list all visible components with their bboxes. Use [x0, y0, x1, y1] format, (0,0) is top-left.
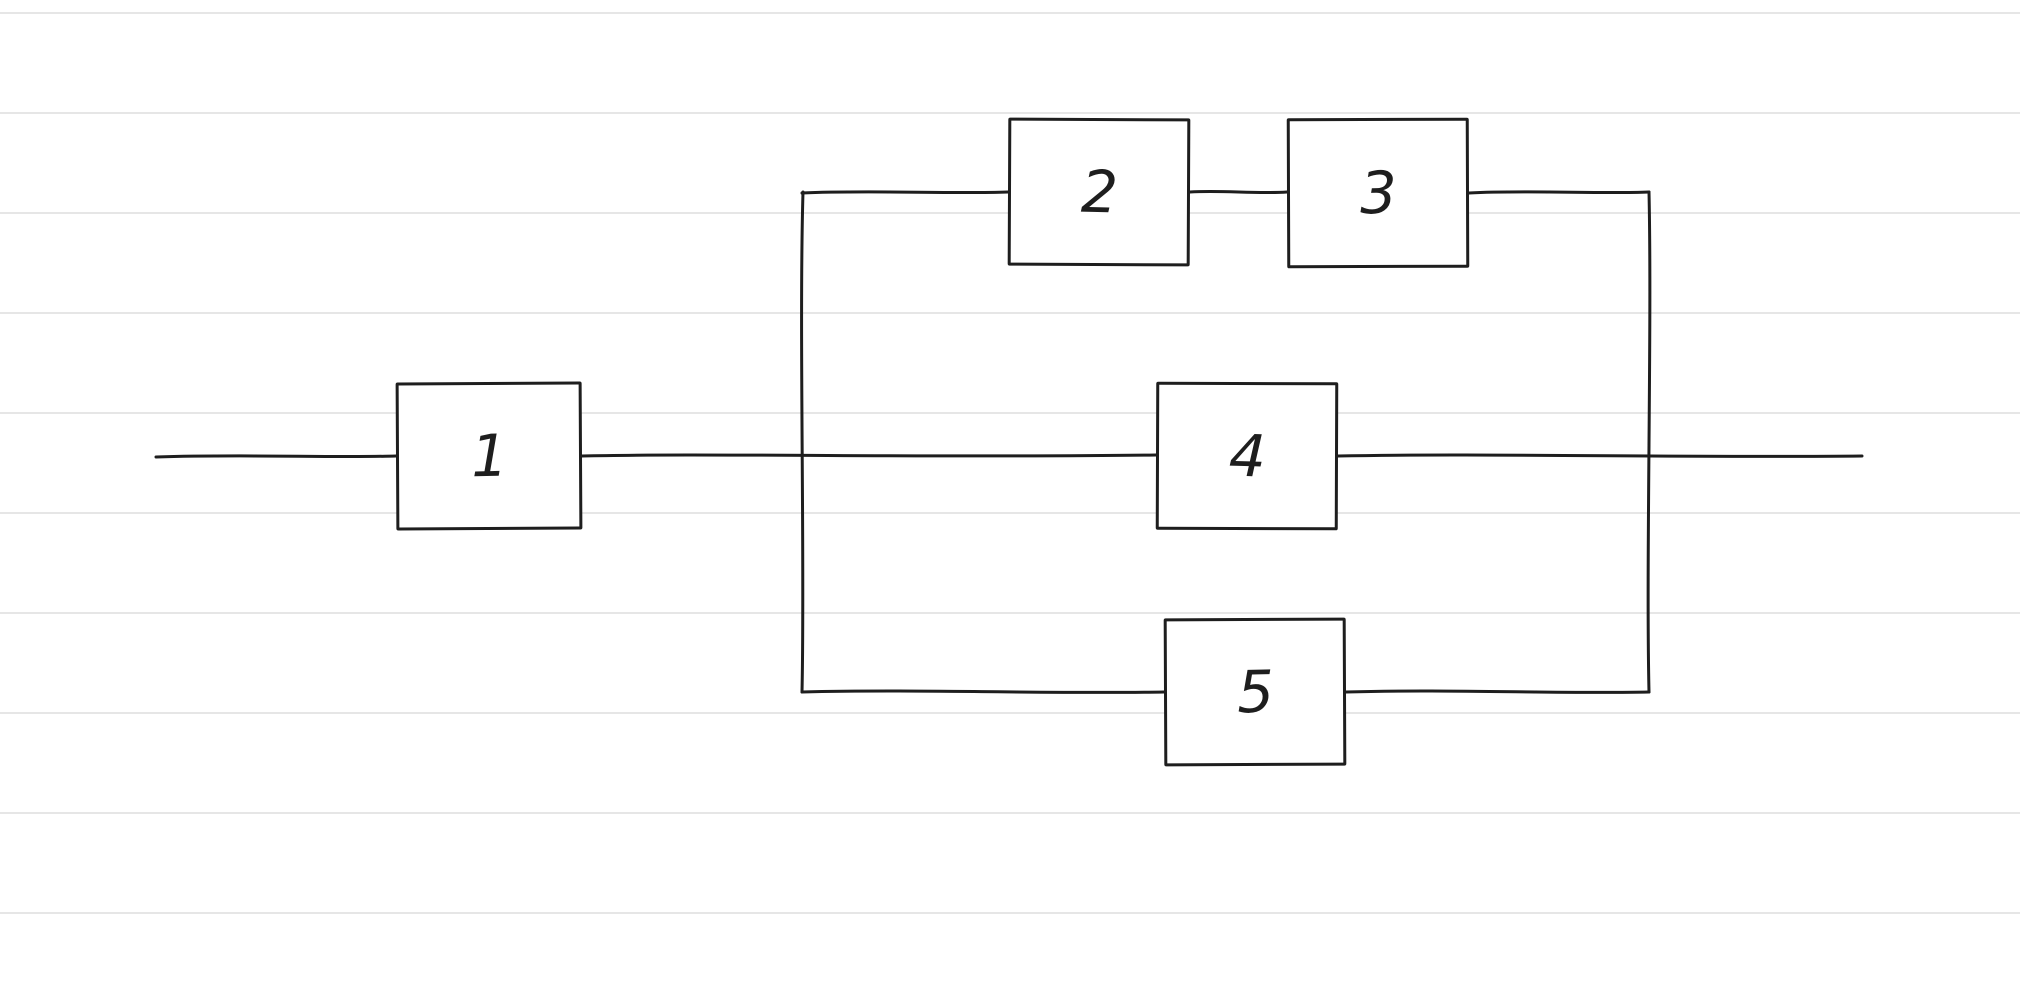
- block-1[interactable]: 1: [395, 381, 583, 531]
- block-4[interactable]: 4: [1155, 381, 1339, 531]
- block-1-label: 1: [469, 421, 509, 491]
- block-5[interactable]: 5: [1163, 617, 1347, 767]
- connector-split-vertical[interactable]: [800, 190, 805, 694]
- block-5-label: 5: [1235, 657, 1275, 727]
- gridlines: [0, 12, 2020, 914]
- connector-block-2-to-block-3[interactable]: [1188, 189, 1289, 195]
- connector-block-5-to-join[interactable]: [1344, 689, 1651, 694]
- block-3-label: 3: [1358, 158, 1398, 228]
- connector-split-to-block-5[interactable]: [800, 689, 1166, 694]
- block-3[interactable]: 3: [1286, 117, 1470, 269]
- connector-block-3-to-join[interactable]: [1467, 190, 1651, 195]
- connectors: [154, 189, 1864, 694]
- connector-block-4-to-output[interactable]: [1336, 453, 1864, 458]
- block-2-label: 2: [1079, 157, 1119, 227]
- connector-block-1-to-block-4[interactable]: [580, 453, 1158, 458]
- connector-split-to-block-2[interactable]: [800, 190, 1010, 195]
- connector-input-to-block-1[interactable]: [154, 454, 398, 459]
- block-4-label: 4: [1227, 421, 1267, 491]
- block-2[interactable]: 2: [1007, 117, 1191, 267]
- connector-join-vertical[interactable]: [1646, 190, 1652, 694]
